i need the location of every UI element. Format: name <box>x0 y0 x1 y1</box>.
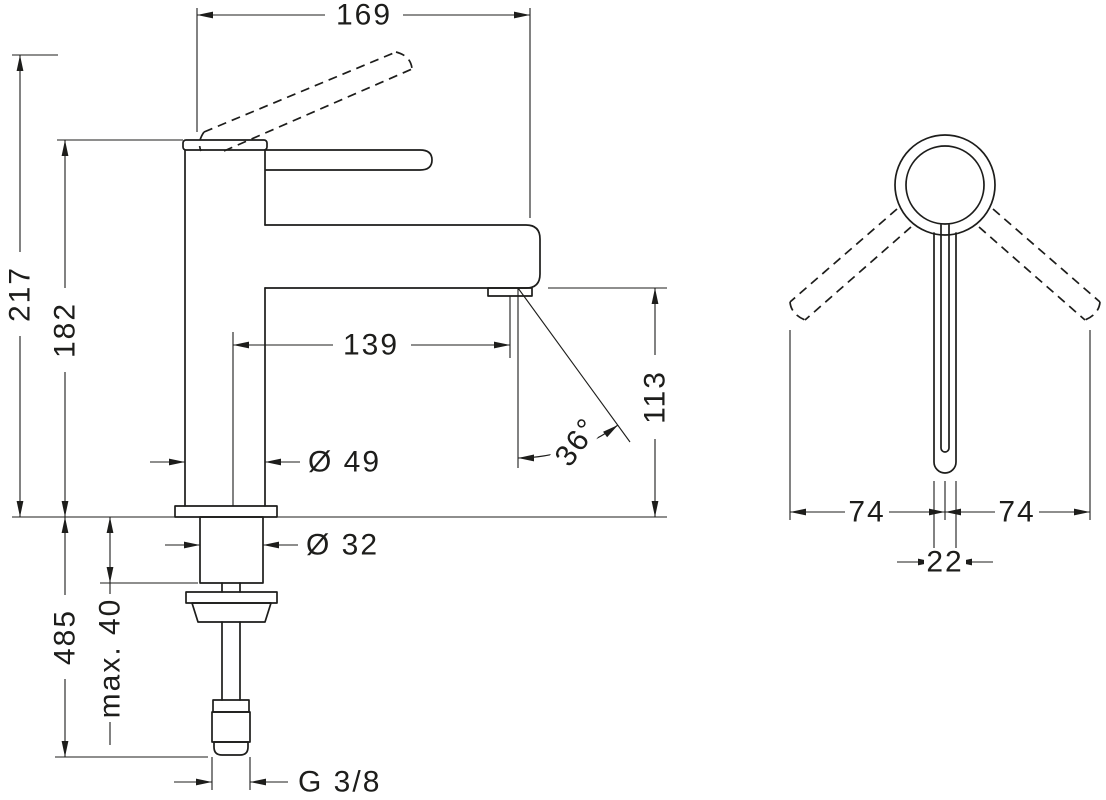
dim-label-handle-width: 22 <box>926 546 963 579</box>
dim-depth-169: 169 <box>196 0 531 218</box>
label-backing <box>333 331 411 359</box>
front-view: 74 74 22 <box>789 134 1101 579</box>
label-backing <box>5 252 35 336</box>
horseshoe-washer <box>185 591 278 604</box>
handle-raised-position <box>198 51 413 152</box>
swung-lever-line <box>978 226 1086 321</box>
swung-lever-line <box>789 208 898 303</box>
dim-reach-139: 139 <box>232 296 511 506</box>
handle-lever-side <box>265 149 433 171</box>
raised-lever-pivot <box>198 131 205 152</box>
handle-loop-outer <box>933 232 957 474</box>
dim-height-217: 217 <box>4 54 58 517</box>
dim-label-depth: 169 <box>336 0 392 32</box>
side-view: 169 217 182 139 113 <box>4 0 672 799</box>
label-backing <box>845 498 889 526</box>
faucet-body-outline <box>174 139 541 518</box>
dim-body-diameter-49: Ø 49 <box>150 446 381 479</box>
label-backing <box>325 1 403 29</box>
angle-ray-line <box>517 287 631 443</box>
aerator <box>487 287 533 297</box>
dim-shank-diameter-32: Ø 32 <box>165 529 379 562</box>
dim-swing-74-74: 74 74 <box>789 330 1091 529</box>
swung-lever-cap <box>1084 301 1101 321</box>
hose-connector-top <box>212 699 250 713</box>
handle-ring-inner <box>905 145 985 225</box>
cartridge-cap <box>182 139 268 151</box>
label-backing <box>545 406 609 478</box>
dim-label-height-total: 217 <box>4 266 37 322</box>
handle-front-outline <box>894 134 996 474</box>
label-backing <box>924 548 966 576</box>
label-backing <box>995 498 1039 526</box>
hose-connector-crimp <box>211 711 251 743</box>
handle-ring-outer <box>894 134 996 236</box>
swung-lever-cap <box>789 301 806 321</box>
dim-label-thread: G 3/8 <box>298 766 381 799</box>
label-backing <box>95 594 125 722</box>
handle-swung-positions <box>789 208 1101 321</box>
raised-lever-line <box>203 51 397 133</box>
dim-label-spout-height: 113 <box>639 370 672 424</box>
dim-label-swing-right: 74 <box>998 496 1035 529</box>
threaded-shank <box>199 516 264 584</box>
dim-label-shank-diameter: Ø 32 <box>306 529 379 562</box>
dim-thread-g38: G 3/8 <box>174 757 381 799</box>
raised-lever-cap <box>395 51 413 70</box>
dim-label-height-body: 182 <box>49 302 82 358</box>
dim-hose-length-485: 485 <box>49 517 208 758</box>
handle-loop-inner <box>940 224 950 453</box>
dim-label-max-mounting: max. 40 <box>94 598 127 719</box>
dim-handle-width-22: 22 <box>897 481 993 579</box>
dim-label-hose-length: 485 <box>49 609 82 665</box>
raised-lever-line <box>223 68 413 152</box>
dim-label-spout-reach: 139 <box>343 329 399 362</box>
dim-label-body-diameter: Ø 49 <box>308 446 381 479</box>
swung-lever-line <box>992 208 1101 303</box>
label-backing <box>640 355 670 439</box>
base-plate <box>174 505 278 518</box>
spout-block <box>264 224 541 289</box>
dim-spray-angle-36: 36° <box>517 287 631 478</box>
dim-max-mounting-40: max. 40 <box>94 517 198 745</box>
angle-label-group: 36° <box>545 406 609 478</box>
dim-label-swing-left: 74 <box>848 496 885 529</box>
body-column <box>184 149 266 507</box>
swung-lever-line <box>804 226 912 321</box>
hose-connector-end <box>213 741 249 756</box>
underdeck-assembly <box>185 516 278 756</box>
label-backing <box>50 595 80 679</box>
dim-spout-height-113: 113 <box>548 287 672 517</box>
mounting-nut <box>191 602 272 623</box>
label-backing <box>50 288 80 372</box>
dim-height-182: 182 <box>49 139 183 517</box>
